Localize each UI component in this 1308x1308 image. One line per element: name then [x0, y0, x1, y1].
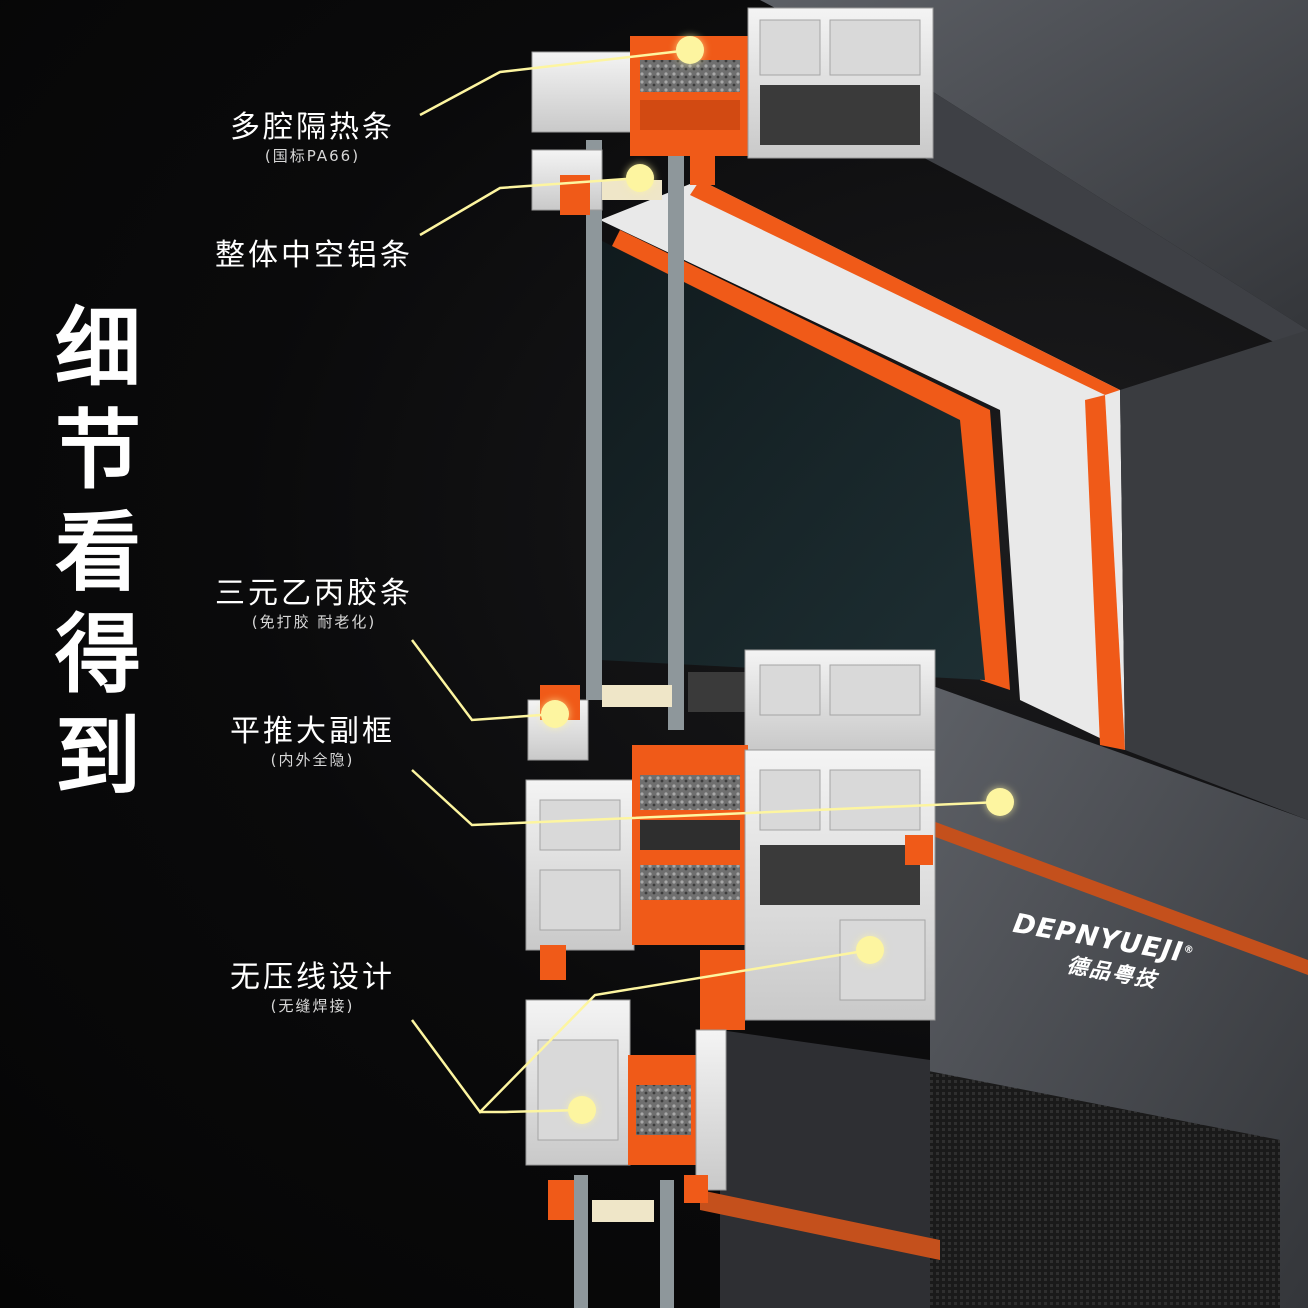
callout-subtitle: (免打胶 耐老化)	[251, 613, 377, 631]
callout-title: 整体中空铝条	[215, 238, 413, 273]
leader-line-no-bead-b	[480, 1108, 583, 1114]
leader-line-sub-frame	[411, 769, 1001, 827]
callout-dot-thermal-break	[676, 36, 704, 64]
callout-epdm-seal: 三元乙丙胶条 (免打胶 耐老化)	[196, 576, 432, 632]
callout-subtitle: (国标PA66)	[264, 147, 361, 165]
headline-char: 看	[55, 503, 141, 603]
callout-dot-sub-frame	[986, 788, 1014, 816]
callout-dot-epdm	[541, 700, 569, 728]
leader-line-thermal-break	[419, 48, 691, 117]
headline-char: 节	[55, 401, 141, 501]
headline-vertical: 细 节 看 得 到	[48, 298, 148, 808]
callout-dot-no-bead-lower	[568, 1096, 596, 1124]
registered-mark: ®	[1182, 943, 1196, 957]
callout-dot-hollow-spacer	[626, 164, 654, 192]
headline-char: 得	[55, 605, 141, 705]
callout-title: 三元乙丙胶条	[215, 576, 413, 611]
headline-char: 到	[55, 707, 141, 807]
leader-line-hollow-spacer	[419, 176, 641, 237]
callout-hollow-spacer: 整体中空铝条	[196, 238, 432, 274]
callout-dot-no-bead-upper	[856, 936, 884, 964]
callout-subtitle: (内外全隐)	[270, 751, 355, 769]
callout-title: 平推大副框	[230, 714, 395, 749]
callout-subtitle: (无缝焊接)	[270, 997, 355, 1015]
callout-title: 多腔隔热条	[230, 110, 395, 145]
callout-no-bead: 无压线设计 (无缝焊接)	[200, 960, 425, 1016]
callout-title: 无压线设计	[230, 960, 395, 995]
callout-thermal-break: 多腔隔热条 (国标PA66)	[200, 110, 425, 166]
leader-line-epdm	[411, 639, 556, 722]
callout-sub-frame: 平推大副框 (内外全隐)	[200, 714, 425, 770]
headline-char: 细	[55, 299, 141, 399]
leader-line-no-bead-a	[410, 948, 871, 1114]
